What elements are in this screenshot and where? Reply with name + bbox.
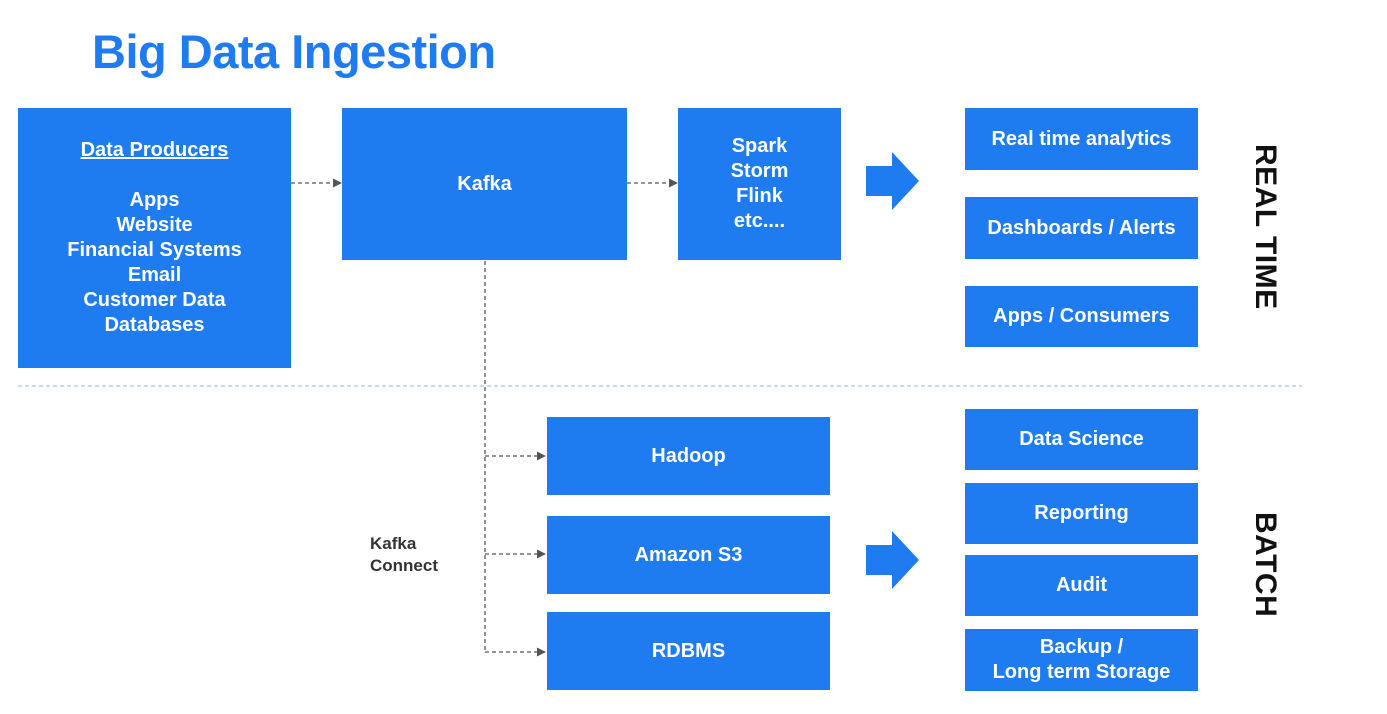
producer-item: Financial Systems	[67, 239, 242, 261]
kafka-connect-line: Connect	[370, 556, 438, 575]
processor-item: Flink	[736, 185, 783, 207]
sink-box-rdbms: RDBMS	[547, 612, 830, 690]
producer-item: Apps	[129, 189, 180, 211]
page-title: Big Data Ingestion	[92, 25, 496, 78]
batch-output-label: Audit	[1055, 574, 1108, 596]
data-producers-box: Data Producers Apps Website Financial Sy…	[18, 108, 291, 368]
batch-section-label: BATCH	[1249, 512, 1282, 618]
sink-box-hadoop: Hadoop	[547, 417, 830, 495]
batch-output-label: Backup /	[1039, 636, 1124, 658]
sink-label: RDBMS	[651, 639, 726, 662]
realtime-output-box: Apps / Consumers	[965, 286, 1198, 347]
arrow-right-icon-realtime	[866, 152, 919, 210]
producer-item: Databases	[104, 314, 205, 336]
realtime-output-label: Real time analytics	[991, 127, 1172, 150]
realtime-output-label: Apps / Consumers	[993, 305, 1170, 327]
batch-output-box: Audit	[965, 555, 1198, 616]
sink-label: Hadoop	[651, 444, 726, 467]
realtime-output-box: Real time analytics	[965, 108, 1198, 170]
kafka-connect-label: Kafka Connect	[370, 533, 438, 577]
sink-box-amazon-s3: Amazon S3	[547, 516, 830, 594]
processor-item: etc....	[733, 210, 786, 232]
producer-item: Email	[127, 264, 182, 286]
kafka-box: Kafka	[342, 108, 627, 260]
sink-label: Amazon S3	[634, 543, 743, 566]
kafka-connect-line: Kafka	[370, 534, 417, 553]
processor-item: Storm	[730, 160, 789, 182]
producer-item: Website	[116, 214, 193, 236]
batch-output-box-backup: Backup / Long term Storage	[965, 629, 1198, 691]
batch-output-box: Reporting	[965, 483, 1198, 544]
processor-item: Spark	[731, 135, 788, 157]
kafka-label: Kafka	[457, 172, 512, 195]
arrow-right-icon-batch	[866, 531, 919, 589]
producer-item: Customer Data	[83, 289, 226, 311]
realtime-output-label: Dashboards / Alerts	[987, 216, 1176, 239]
batch-output-label: Reporting	[1034, 502, 1129, 524]
data-producers-heading: Data Producers	[80, 139, 229, 161]
batch-output-label: Data Science	[1019, 428, 1144, 450]
stream-processors-box: Spark Storm Flink etc....	[678, 108, 841, 260]
realtime-output-box: Dashboards / Alerts	[965, 197, 1198, 259]
batch-output-box: Data Science	[965, 409, 1198, 470]
batch-output-label: Long term Storage	[992, 661, 1171, 683]
realtime-section-label: REAL TIME	[1249, 144, 1282, 310]
